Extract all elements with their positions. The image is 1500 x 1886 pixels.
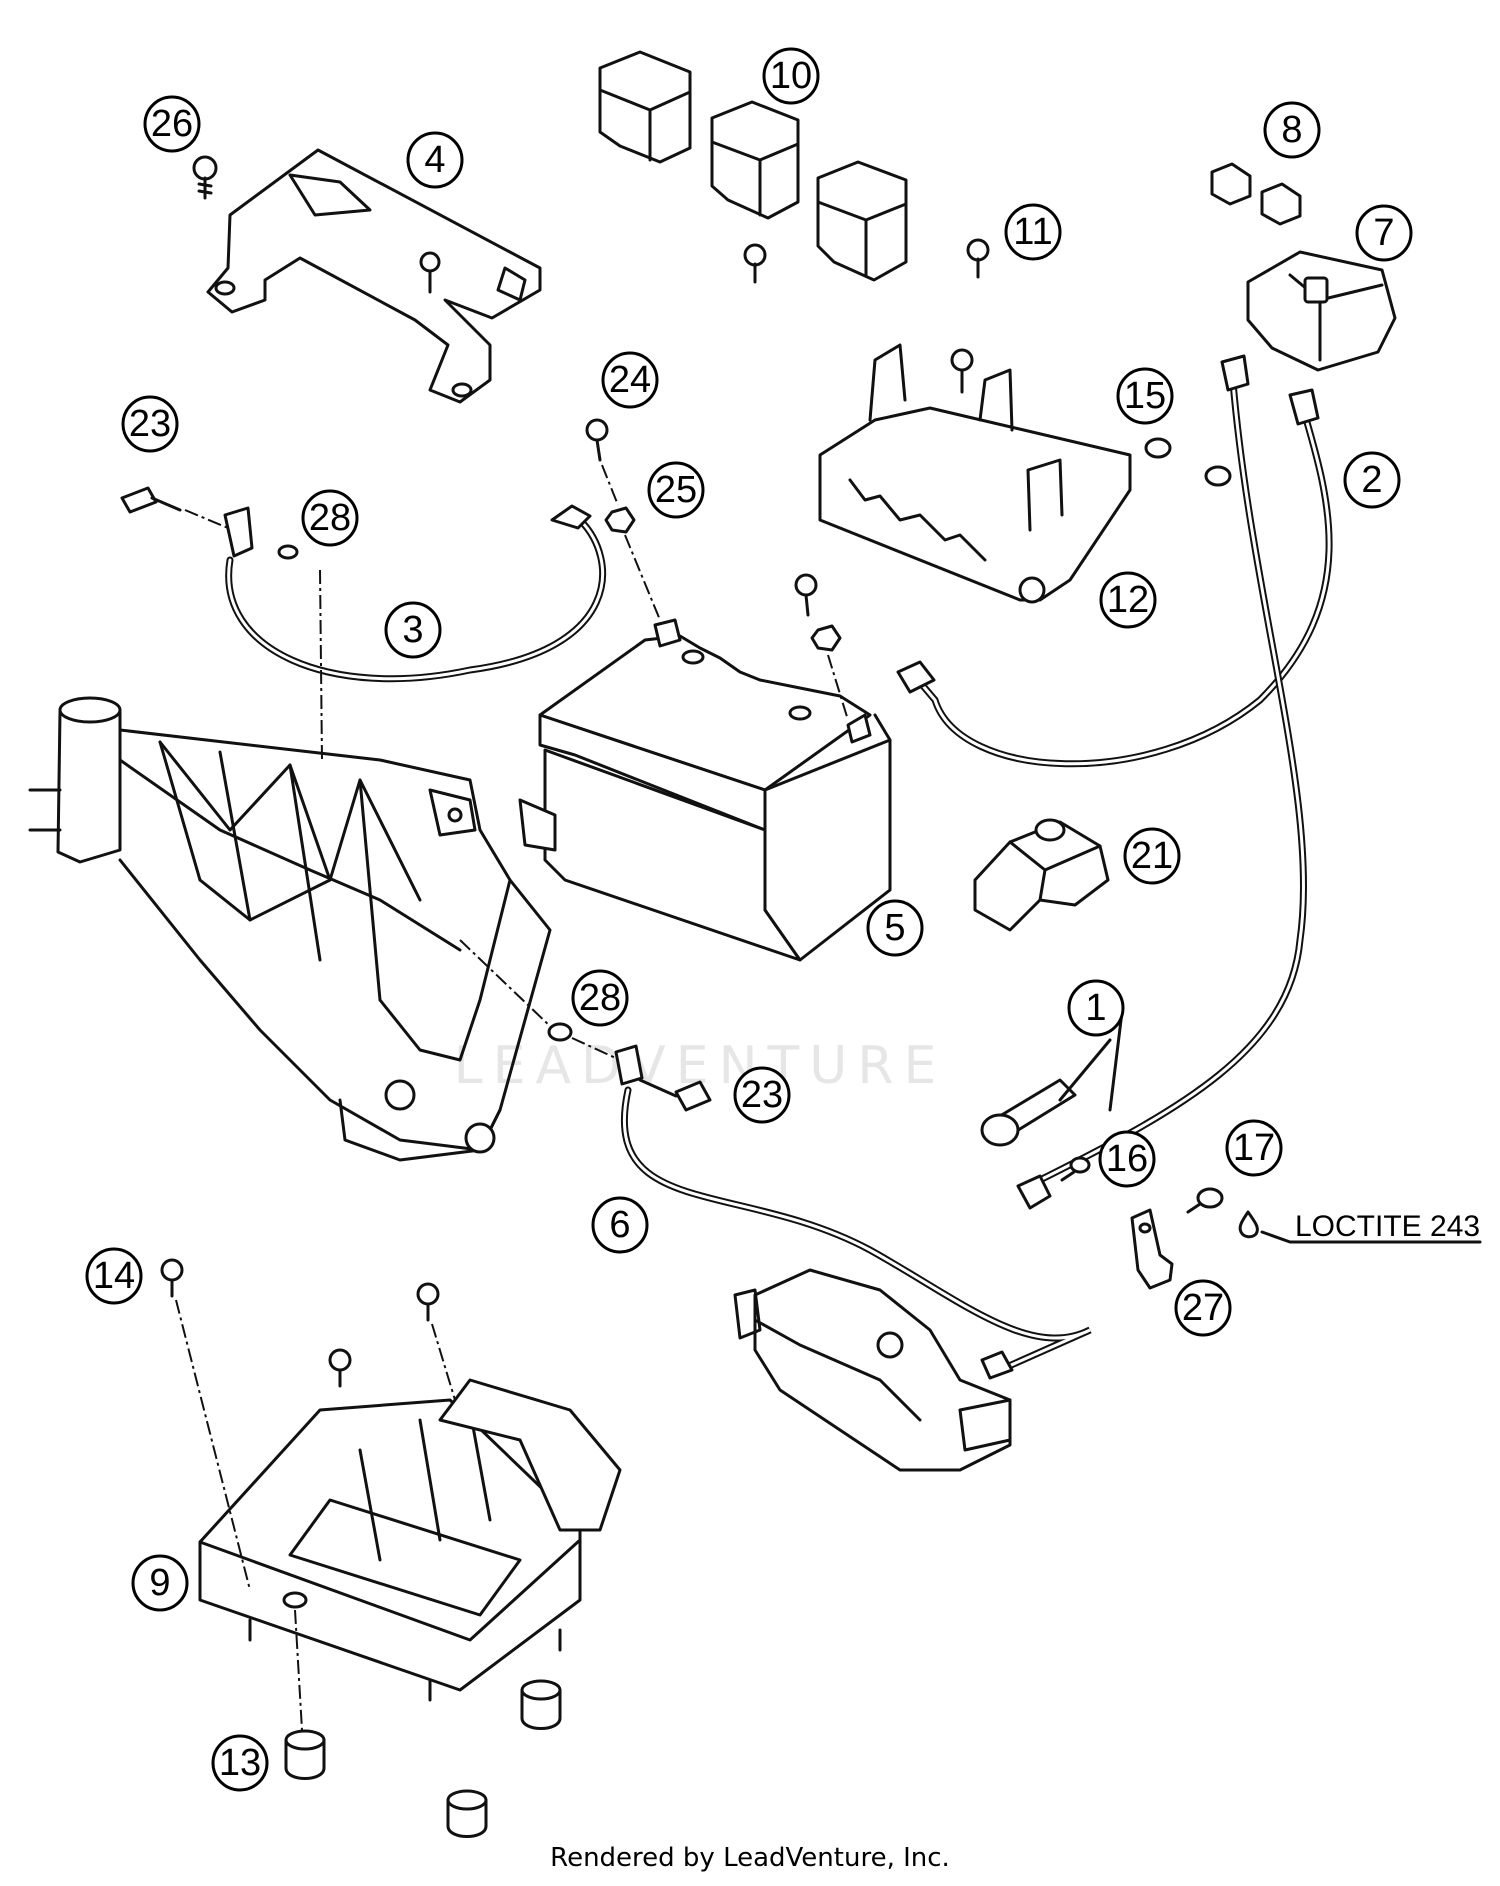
svg-text:17: 17 [1233,1127,1275,1169]
callout-12: 12 [1099,571,1157,629]
screw-24 [585,418,609,462]
battery-bracket [206,148,542,404]
callout-14: 14 [85,1247,143,1305]
footer-credit: Rendered by LeadVenture, Inc. [550,1843,950,1873]
screw-box-2 [328,1348,352,1388]
svg-text:28: 28 [579,977,621,1019]
callout-23-top: 23 [121,395,179,453]
screw-17 [1186,1187,1224,1214]
washer-28-bottom [547,1022,573,1042]
callout-28-bottom: 28 [571,969,629,1027]
bracket-27 [1130,1208,1174,1290]
relay-set [598,50,908,282]
svg-text:3: 3 [402,609,423,651]
callout-25: 25 [647,461,705,519]
callout-5: 5 [866,899,924,957]
callout-26: 26 [143,95,201,153]
bolt-23-top [120,486,182,514]
callout-23-bottom: 23 [733,1066,791,1124]
callout-11: 11 [1004,203,1062,261]
ground-cable-3 [223,504,607,683]
battery-cable-1 [980,354,1308,1210]
screw-14 [160,1258,184,1298]
svg-text:16: 16 [1106,1138,1148,1180]
svg-text:6: 6 [609,1204,630,1246]
screw-cover [950,348,974,394]
callout-7: 7 [1355,204,1413,262]
svg-text:9: 9 [149,1562,170,1604]
rubber-mount-2 [520,1679,562,1730]
screw-11 [743,238,990,284]
screw-15 [1144,437,1232,487]
svg-text:12: 12 [1107,579,1149,621]
callout-10: 10 [762,47,820,105]
svg-text:2: 2 [1361,459,1382,501]
battery-box [198,1378,622,1702]
svg-text:5: 5 [884,907,905,949]
svg-text:1: 1 [1085,987,1106,1029]
callout-17: 17 [1225,1119,1283,1177]
svg-text:26: 26 [151,103,193,145]
bolt-23-bottom [638,1078,712,1112]
screw-26 [192,155,218,200]
svg-text:8: 8 [1281,109,1302,151]
svg-text:24: 24 [609,359,651,401]
svg-text:25: 25 [655,469,697,511]
callout-13: 13 [211,1734,269,1792]
svg-text:4: 4 [424,139,445,181]
callout-8: 8 [1263,101,1321,159]
svg-text:21: 21 [1131,835,1173,877]
terminal-cover [973,818,1110,932]
svg-text:7: 7 [1373,212,1394,254]
svg-text:28: 28 [309,497,351,539]
svg-text:27: 27 [1182,1287,1224,1329]
starter-cable-6 [614,1044,1092,1380]
svg-text:10: 10 [770,55,812,97]
callout-2: 2 [1343,451,1401,509]
svg-text:23: 23 [129,403,171,445]
battery-terminal-screw [794,573,842,652]
battery-cable-2 [896,388,1333,768]
callout-3: 3 [384,601,442,659]
callout-27: 27 [1174,1279,1232,1337]
washer-28-top [277,544,299,560]
svg-text:15: 15 [1124,375,1166,417]
callout-21: 21 [1123,827,1181,885]
callout-15: 15 [1116,367,1174,425]
svg-text:11: 11 [1013,211,1052,253]
svg-text:23: 23 [741,1074,783,1116]
frame [28,696,557,1162]
starter-motor [733,1268,1012,1472]
screw-16 [1060,1156,1091,1182]
callout-4: 4 [406,131,464,189]
svg-text:14: 14 [93,1255,135,1297]
nut-25 [604,506,636,534]
battery [538,618,892,962]
callout-1: 1 [1067,979,1125,1037]
loctite-drop [1238,1210,1259,1239]
rubber-mount-1 [284,1729,326,1780]
callout-9: 9 [131,1554,189,1612]
fuses [1210,162,1302,226]
svg-text:13: 13 [219,1742,261,1784]
callout-28-top: 28 [301,489,359,547]
callout-16: 16 [1098,1130,1156,1188]
callout-24: 24 [601,351,659,409]
rubber-mount-3 [446,1789,488,1838]
starter-relay [1246,250,1397,372]
callout-6: 6 [591,1196,649,1254]
loctite-note: LOCTITE 243 [1295,1210,1480,1243]
screw-box-3 [416,1282,440,1322]
battery-cover [818,343,1132,604]
